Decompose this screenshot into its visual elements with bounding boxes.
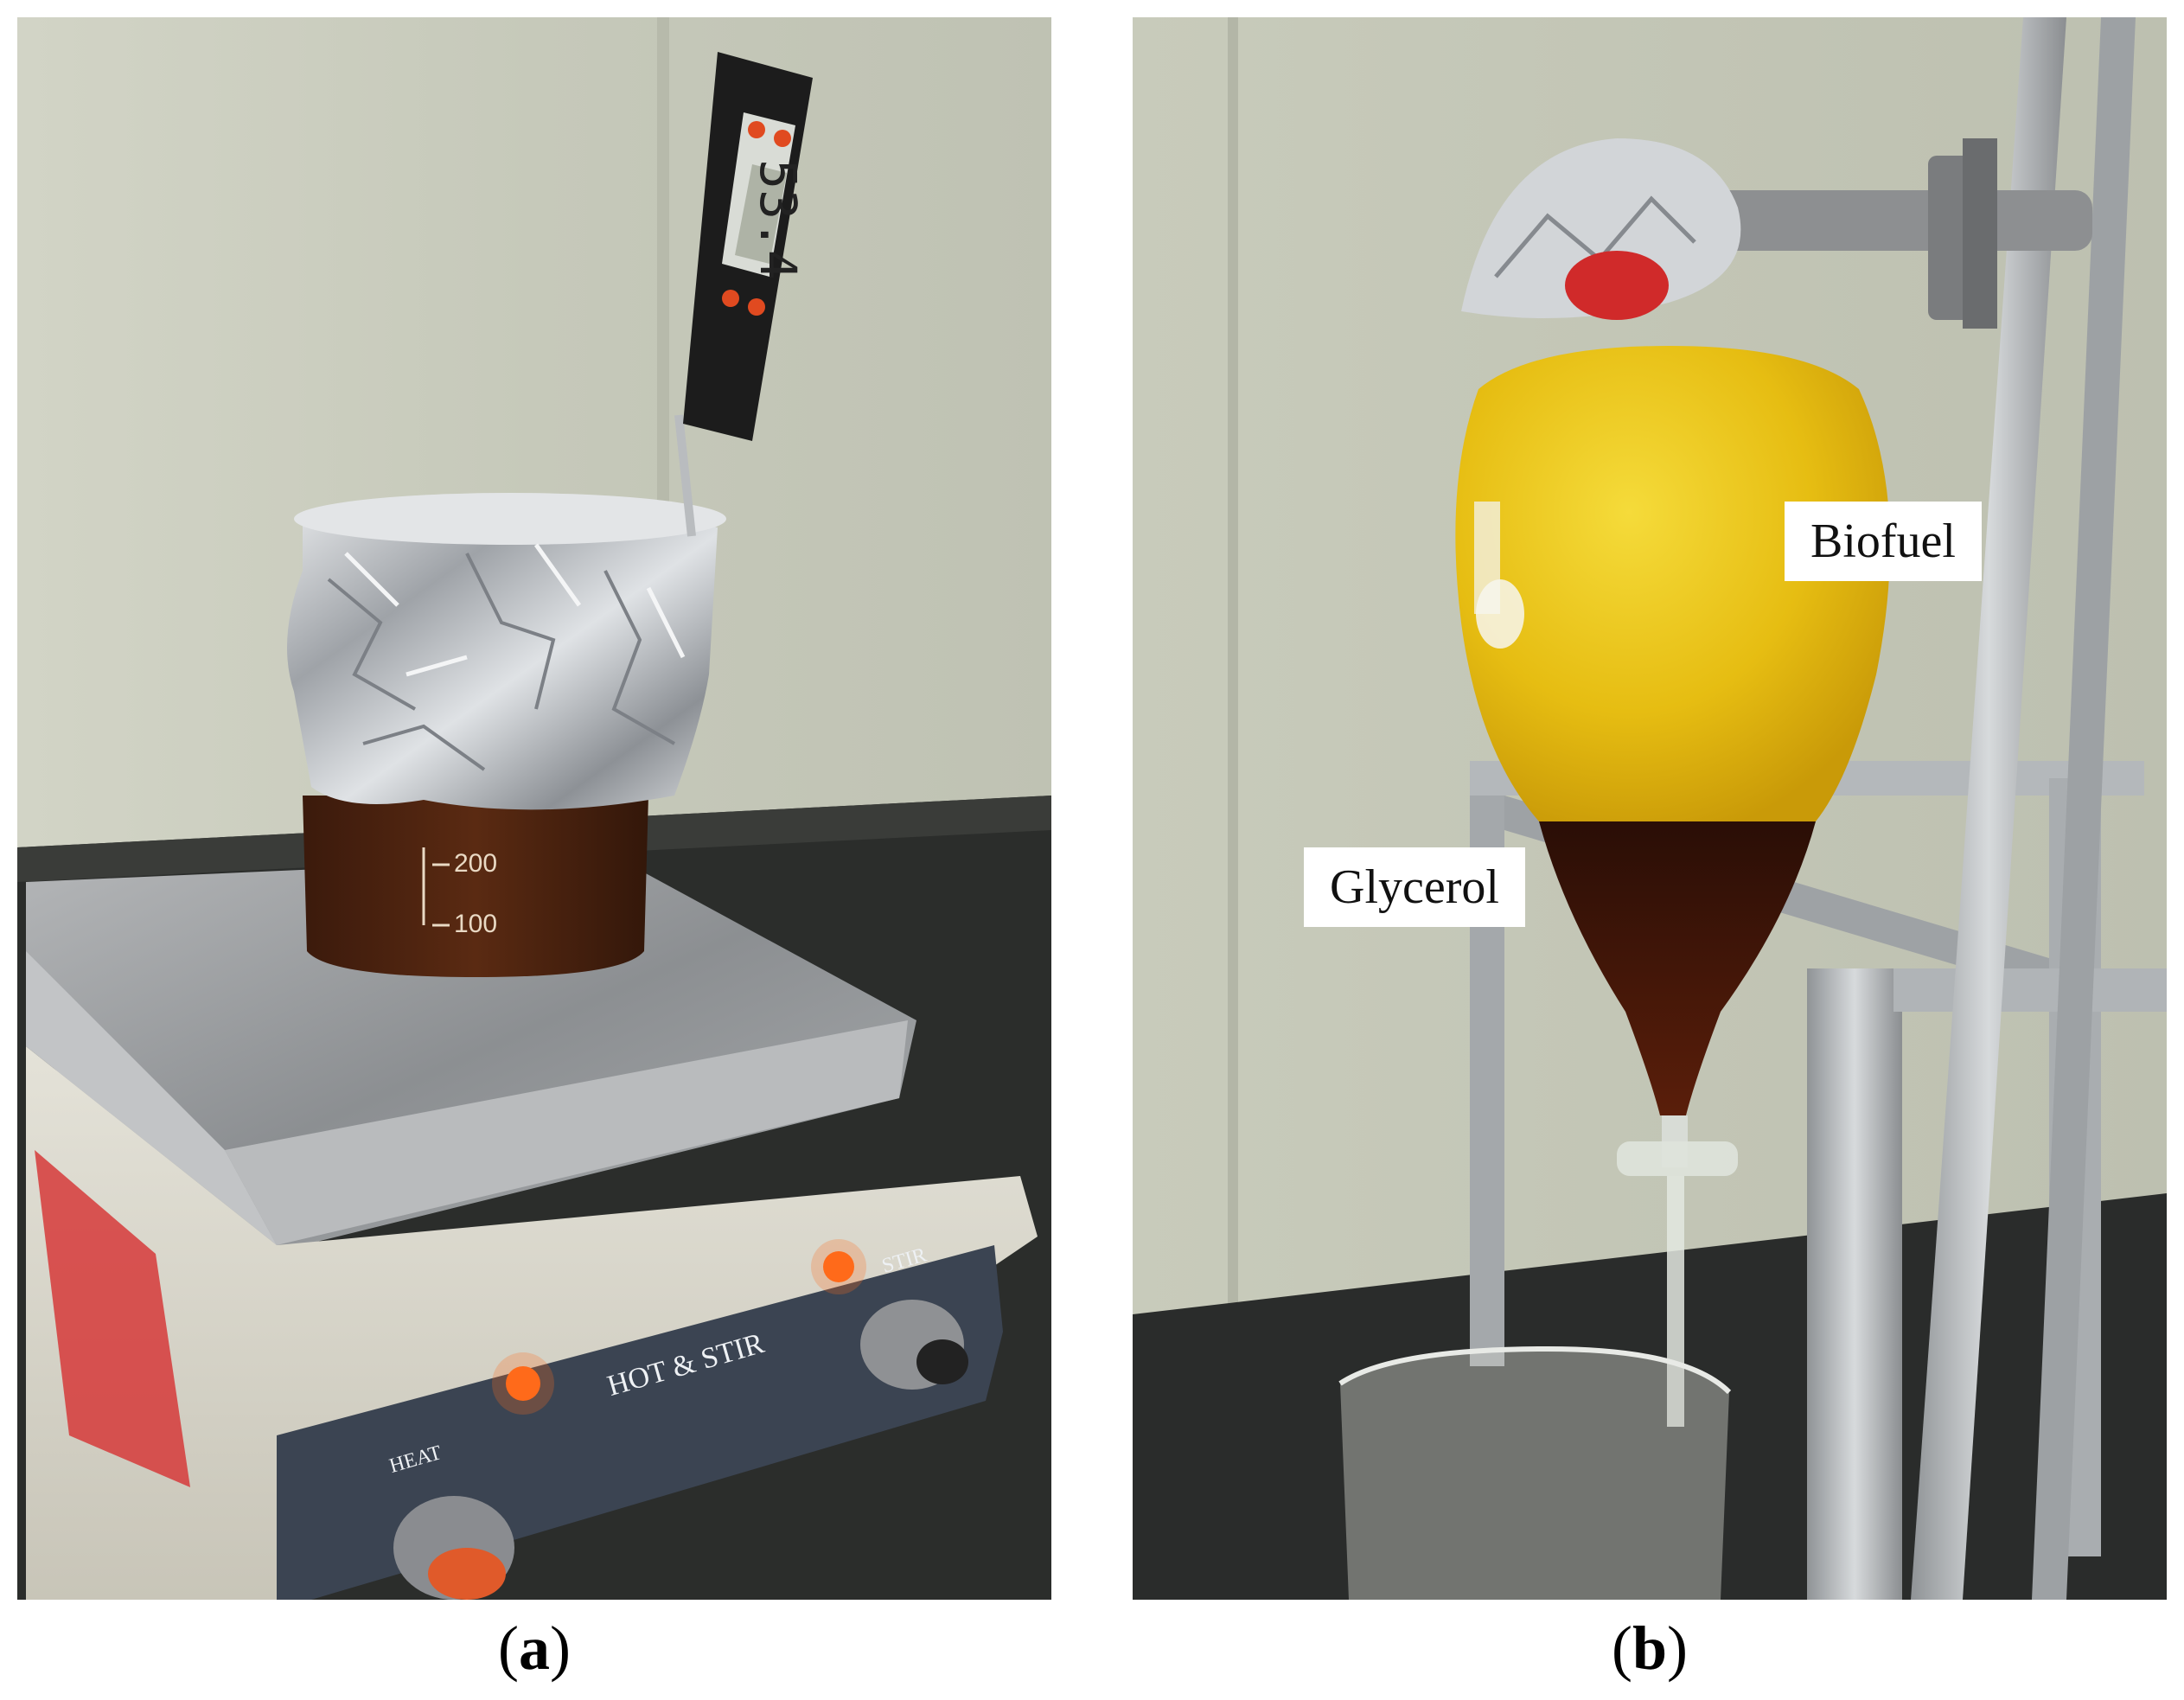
caption-b: (b): [1520, 1613, 1779, 1684]
beaker-mark-100: 100: [454, 910, 498, 938]
glycerol-label: Glycerol: [1304, 847, 1525, 927]
caption-a-open: (: [498, 1614, 519, 1683]
separatory-funnel-photo: [1133, 17, 2167, 1600]
caption-b-letter: b: [1632, 1614, 1668, 1683]
thermometer-reading: 53.4: [748, 159, 808, 280]
photo-panel-a: 53.4 200 100 HOT & STIR HEAT STIR: [17, 17, 1051, 1600]
caption-a: (a): [405, 1613, 664, 1684]
caption-b-close: ): [1667, 1614, 1688, 1683]
caption-a-close: ): [550, 1614, 571, 1683]
biofuel-label: Biofuel: [1785, 502, 1982, 581]
beaker-mark-200: 200: [454, 849, 498, 878]
caption-a-letter: a: [519, 1614, 550, 1683]
caption-b-open: (: [1611, 1614, 1632, 1683]
photo-panel-b: [1133, 17, 2167, 1600]
hotplate-photo: [17, 17, 1051, 1600]
